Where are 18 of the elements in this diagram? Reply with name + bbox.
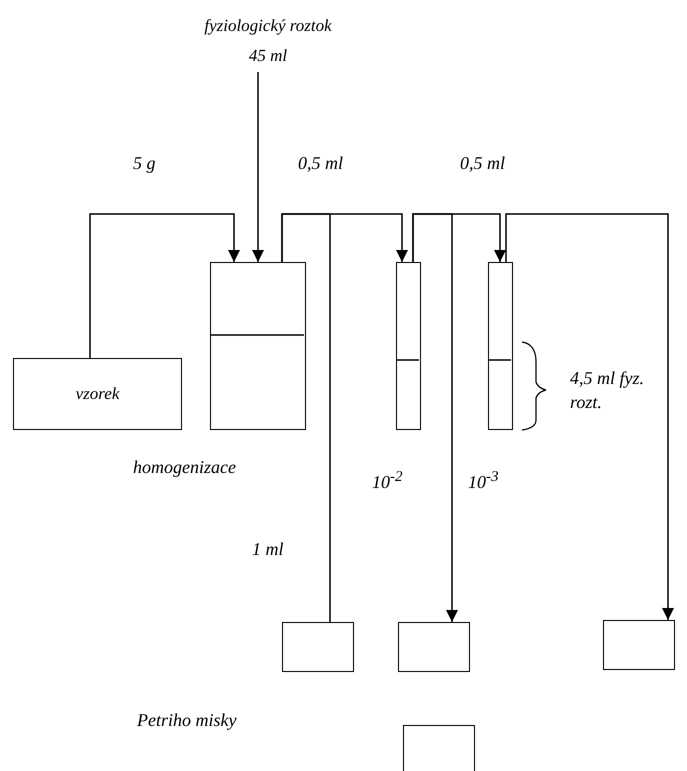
annotation-text: 4,5 ml fyz. rozt. bbox=[570, 367, 645, 414]
petri-dish-box bbox=[210, 262, 306, 430]
node-text: fyziologický roztok bbox=[204, 15, 332, 37]
test-tube bbox=[488, 262, 513, 430]
annotation-text: Petriho misky bbox=[137, 709, 236, 732]
node-text: 45 ml bbox=[248, 45, 288, 67]
petri-dish-box bbox=[282, 622, 354, 672]
petri-dish-box bbox=[403, 725, 475, 771]
petri-dish-box bbox=[398, 622, 470, 672]
arrow bbox=[412, 213, 458, 622]
petri-dish-box bbox=[603, 620, 675, 670]
process-box bbox=[13, 358, 182, 430]
node-text: vzorek bbox=[76, 383, 120, 405]
arrow bbox=[505, 213, 674, 620]
arrow bbox=[252, 72, 264, 262]
test-tube bbox=[396, 262, 421, 430]
connector-line bbox=[281, 213, 331, 622]
arrow bbox=[89, 213, 240, 358]
